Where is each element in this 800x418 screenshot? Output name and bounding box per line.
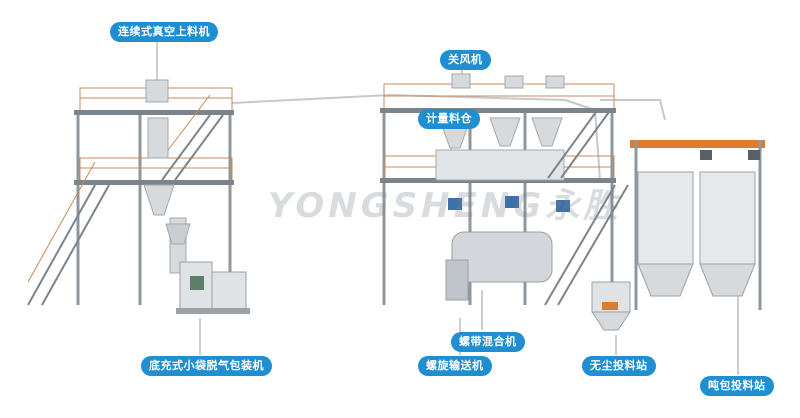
label-air-lock: 关风机 (440, 50, 491, 70)
label-bottom-fill-packer: 底充式小袋脱气包装机 (141, 356, 272, 376)
label-ribbon-mixer: 螺带混合机 (451, 332, 525, 352)
label-screw-conveyor: 螺旋输送机 (418, 356, 492, 376)
label-metering-bin: 计量料仓 (418, 109, 480, 129)
vacuum-pipe-right (600, 99, 666, 121)
logo-watermark: YONGSHENG永胜 (268, 186, 622, 226)
label-dust-free-station: 无尘投料站 (582, 356, 656, 376)
left-platform (27, 79, 250, 314)
label-continuous-vacuum-loader: 连续式真空上料机 (110, 22, 218, 42)
vacuum-pipe (231, 93, 601, 181)
middle-platform (380, 73, 629, 306)
right-station (591, 140, 765, 331)
label-ton-bag-station: 吨包投料站 (700, 376, 774, 396)
